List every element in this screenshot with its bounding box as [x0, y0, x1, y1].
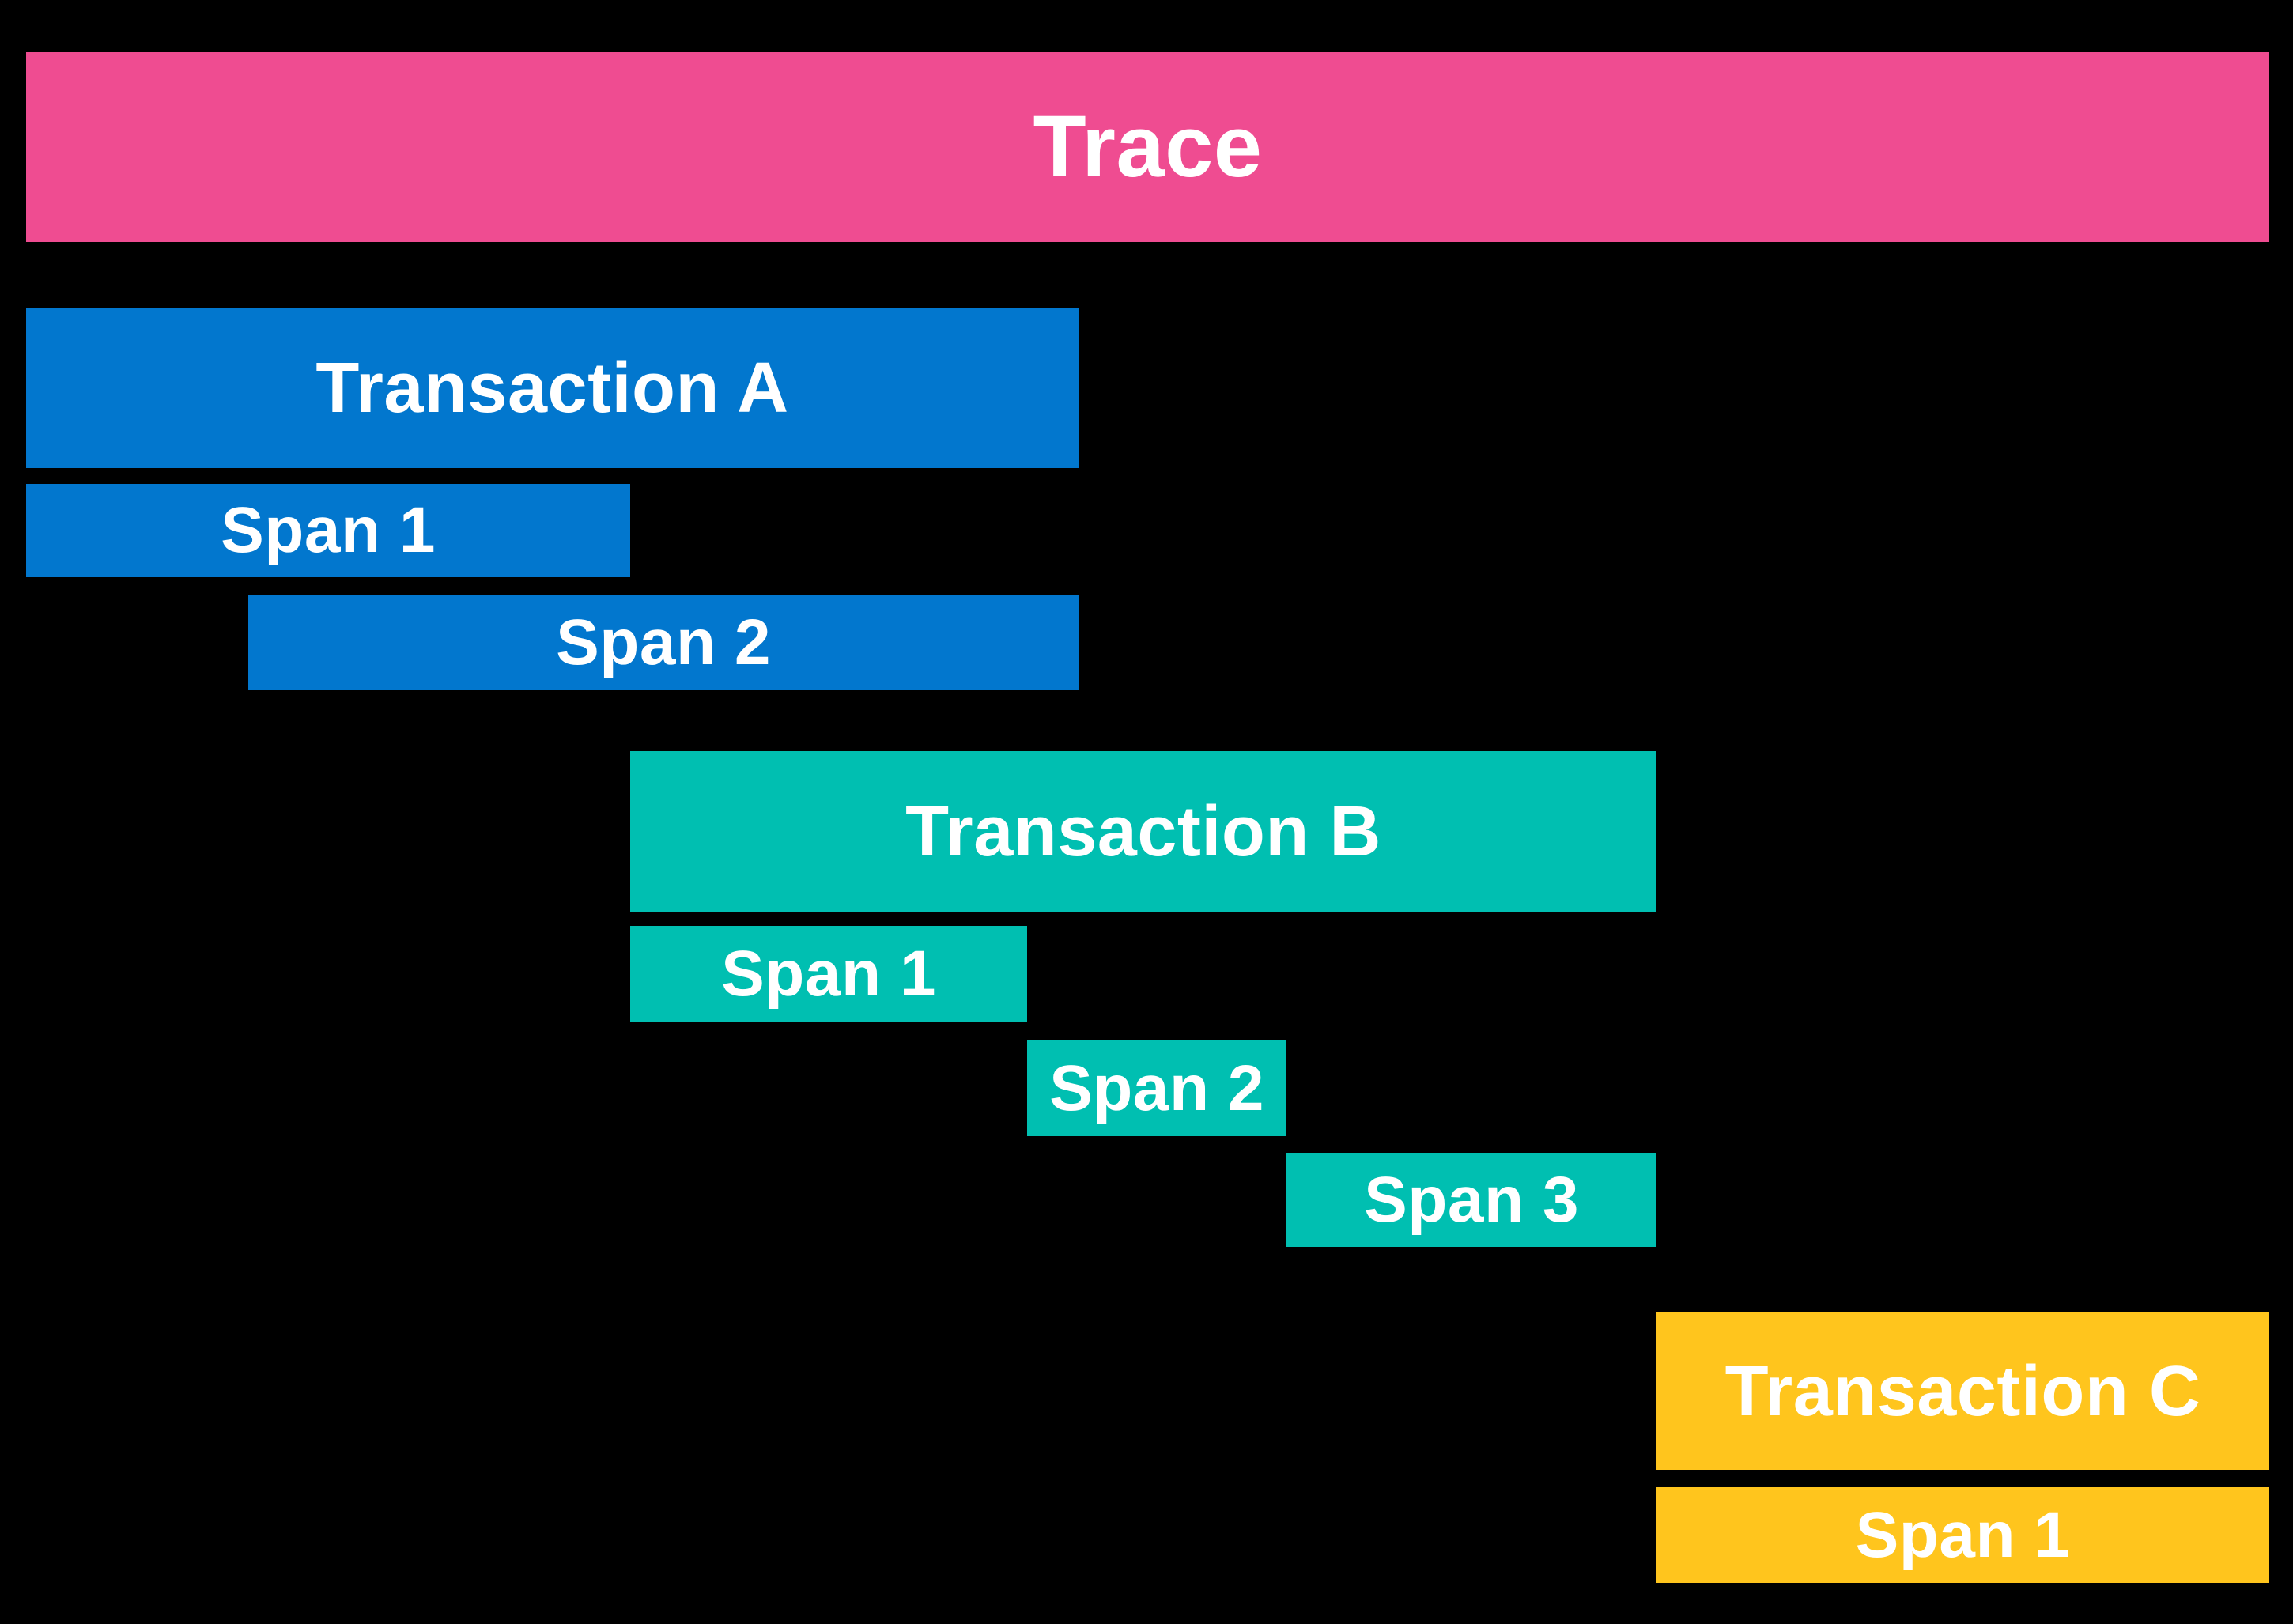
transaction-a-span-2-label: Span 2 — [556, 606, 771, 678]
transaction-b-span-2-label: Span 2 — [1049, 1052, 1264, 1124]
transaction-a-span-2-bar: Span 2 — [248, 595, 1079, 690]
transaction-a-bar: Transaction A — [26, 308, 1079, 468]
transaction-c-label: Transaction C — [1724, 1351, 2201, 1431]
transaction-a-span-1-bar: Span 1 — [26, 484, 630, 577]
transaction-b-span-1-label: Span 1 — [721, 937, 936, 1010]
transaction-a-span-1-label: Span 1 — [221, 494, 436, 566]
transaction-c-span-1-bar: Span 1 — [1656, 1487, 2269, 1583]
transaction-c-bar: Transaction C — [1656, 1312, 2269, 1470]
transaction-b-span-3-label: Span 3 — [1364, 1163, 1579, 1236]
transaction-b-bar: Transaction B — [630, 751, 1656, 912]
transaction-b-span-2-bar: Span 2 — [1027, 1040, 1286, 1136]
transaction-b-label: Transaction B — [905, 791, 1381, 871]
transaction-b-span-1-bar: Span 1 — [630, 926, 1027, 1022]
transaction-c-span-1-label: Span 1 — [1855, 1498, 2071, 1571]
trace-label: Trace — [1033, 98, 1263, 195]
trace-bar: Trace — [26, 52, 2269, 242]
transaction-b-span-3-bar: Span 3 — [1286, 1153, 1656, 1247]
transaction-a-label: Transaction A — [315, 348, 789, 428]
